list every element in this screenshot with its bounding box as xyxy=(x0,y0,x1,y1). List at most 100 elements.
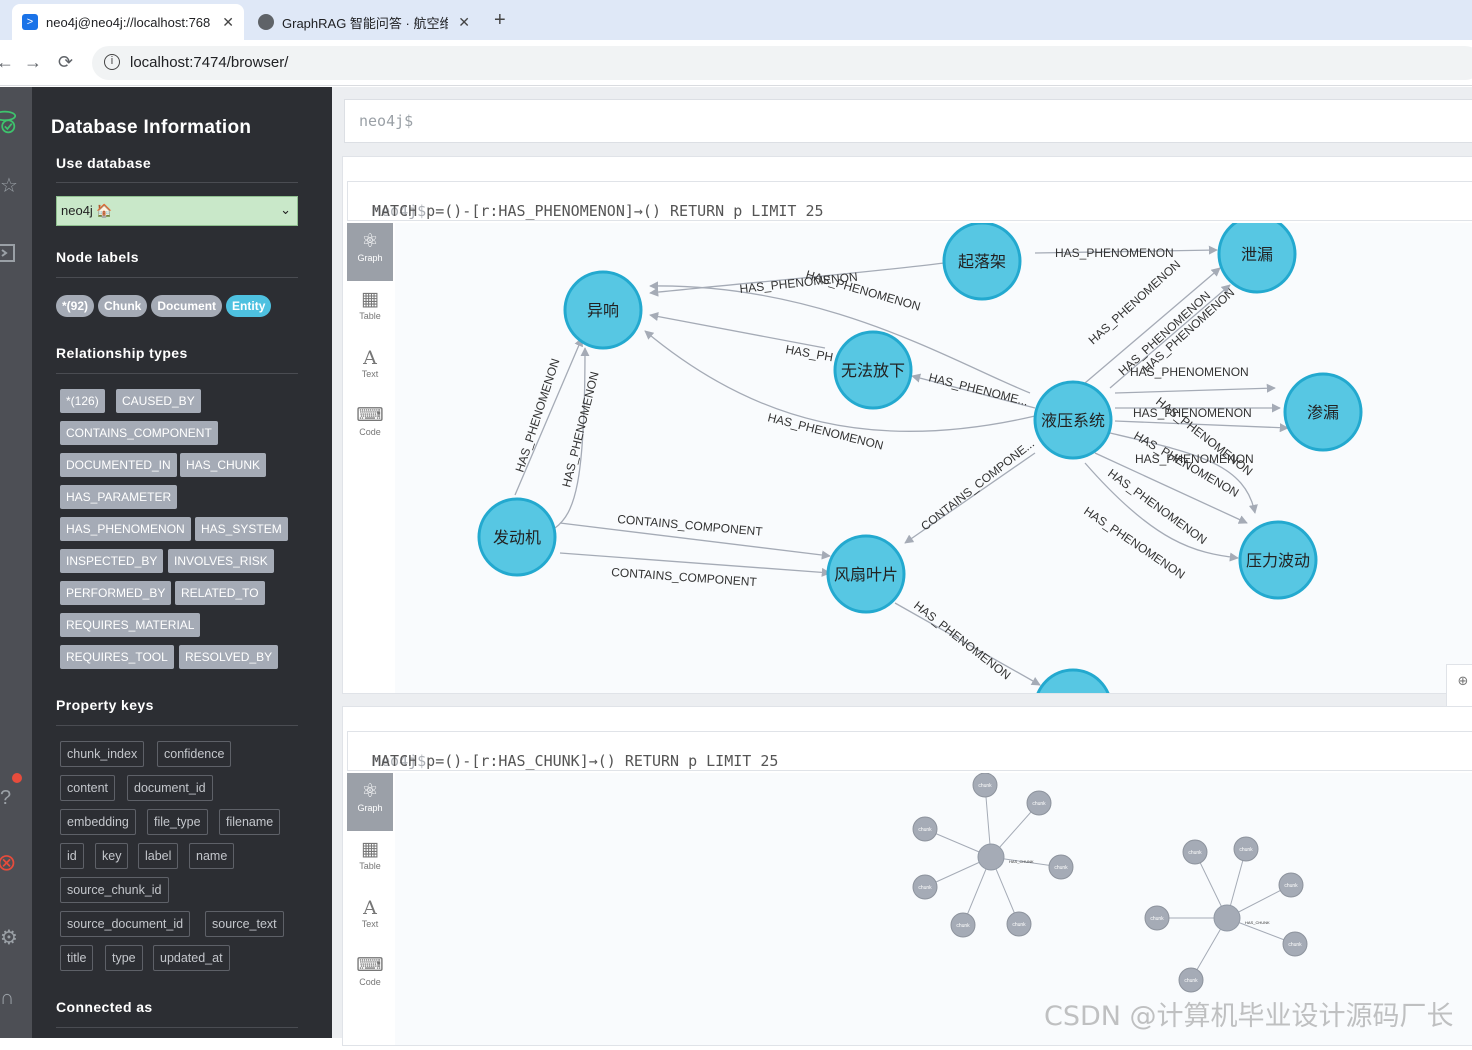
property-key-tag[interactable]: label xyxy=(138,843,179,869)
tab-graph[interactable]: ⚛Graph xyxy=(347,223,393,281)
relationship-line[interactable] xyxy=(1114,383,1276,394)
relationship-line[interactable] xyxy=(904,452,1036,544)
property-key-tag[interactable]: name xyxy=(189,843,235,869)
relationship-line[interactable] xyxy=(1094,452,1248,524)
close-tab-icon[interactable]: ✕ xyxy=(222,13,234,30)
tab-table[interactable]: ▦Table xyxy=(347,831,393,889)
property-key-tag[interactable]: source_document_id xyxy=(60,911,191,937)
graph-node[interactable] xyxy=(1182,839,1208,865)
property-key-tag[interactable]: chunk_index xyxy=(60,741,145,767)
property-key-tag[interactable]: type xyxy=(105,945,143,971)
property-key-tag[interactable]: confidence xyxy=(157,741,232,767)
reload-icon[interactable]: ⟳ xyxy=(58,52,74,72)
node-label-pill[interactable]: Chunk xyxy=(98,295,148,317)
relationship-type-tag[interactable]: CONTAINS_COMPONENT xyxy=(60,421,218,445)
graph-node[interactable] xyxy=(1213,904,1241,932)
star-icon[interactable]: ☆ xyxy=(0,175,18,197)
relationship-line[interactable] xyxy=(649,312,826,349)
database-select[interactable]: neo4j 🏠 ⌄ xyxy=(56,196,298,226)
graph-canvas[interactable]: HAS_PHENOMENON HAS_PHENOMENON HAS_PHENOM… xyxy=(395,214,1472,748)
graph-visualization[interactable]: HAS_PHENOMENON HAS_PHENOMENON HAS_PHENOM… xyxy=(395,214,1472,748)
relationship-line[interactable] xyxy=(1084,267,1221,384)
forward-icon[interactable]: → xyxy=(24,52,42,72)
property-key-tag[interactable]: key xyxy=(95,843,129,869)
tab-graph[interactable]: ⚛Graph xyxy=(347,773,393,831)
relationship-line[interactable] xyxy=(649,262,945,297)
graph-node[interactable] xyxy=(1282,931,1308,957)
tab-code[interactable]: ⌨Code xyxy=(347,397,393,455)
property-key-tag[interactable]: id xyxy=(60,843,84,869)
relationship-line[interactable] xyxy=(649,281,1031,394)
graph-node[interactable] xyxy=(912,816,938,842)
node-label-pill[interactable]: Entity xyxy=(226,295,272,317)
relationship-type-tag[interactable]: DOCUMENTED_IN xyxy=(60,453,177,477)
property-key-tag[interactable]: source_text xyxy=(205,911,284,937)
property-key-tag[interactable]: embedding xyxy=(60,809,136,835)
graph-node[interactable] xyxy=(1026,790,1052,816)
browser-tab-neo4j[interactable]: > neo4j@neo4j://localhost:768 ✕ xyxy=(12,4,244,40)
graph-node[interactable] xyxy=(1178,967,1204,993)
graph-node[interactable] xyxy=(977,843,1005,871)
graph-node[interactable] xyxy=(1233,836,1259,862)
graph-node[interactable] xyxy=(912,874,938,900)
relationship-type-tag[interactable]: INVOLVES_RISK xyxy=(168,549,274,573)
graph-node[interactable] xyxy=(477,497,557,577)
relationship-type-tag[interactable]: HAS_SYSTEM xyxy=(195,517,288,541)
relationship-line[interactable] xyxy=(514,337,583,496)
property-key-tag[interactable]: document_id xyxy=(127,775,213,801)
relationship-type-tag[interactable]: REQUIRES_TOOL xyxy=(60,645,174,669)
relationship-type-tag[interactable]: RESOLVED_BY xyxy=(179,645,279,669)
relationship-line[interactable] xyxy=(1114,420,1289,433)
property-key-tag[interactable]: file_type xyxy=(147,809,208,835)
relationship-line[interactable] xyxy=(911,373,1036,409)
relationship-type-tag[interactable]: REQUIRES_MATERIAL xyxy=(60,613,201,637)
frame-query-bar[interactable]: neo4j$ MATCH p=()-[r:HAS_CHUNK]→() RETUR… xyxy=(347,731,1472,771)
disconnected-icon[interactable] xyxy=(0,849,20,875)
relationship-type-tag[interactable]: PERFORMED_BY xyxy=(60,581,172,605)
database-icon[interactable] xyxy=(0,109,20,135)
property-key-tag[interactable]: title xyxy=(60,945,94,971)
relationship-type-tag[interactable]: RELATED_TO xyxy=(175,581,265,605)
relationship-line[interactable] xyxy=(1084,462,1239,562)
settings-gear-icon[interactable]: ⚙ xyxy=(0,927,18,949)
relationship-line[interactable] xyxy=(559,552,831,577)
relationship-line[interactable] xyxy=(554,347,590,529)
graph-node[interactable] xyxy=(563,270,643,350)
relationship-type-tag[interactable]: CAUSED_BY xyxy=(116,389,201,413)
graph-node[interactable] xyxy=(972,772,998,798)
relationship-type-tag[interactable]: *(126) xyxy=(60,389,105,413)
relationship-line[interactable] xyxy=(1109,432,1258,514)
graph-node[interactable] xyxy=(1278,872,1304,898)
relationship-type-tag[interactable]: INSPECTED_BY xyxy=(60,549,164,573)
property-key-tag[interactable]: content xyxy=(60,775,116,801)
tab-table[interactable]: ▦Table xyxy=(347,281,393,339)
relationship-type-tag[interactable]: HAS_PARAMETER xyxy=(60,485,178,509)
new-tab-button[interactable]: + xyxy=(494,9,506,31)
back-icon[interactable]: ← xyxy=(0,52,14,72)
node-label-pill[interactable]: *(92) xyxy=(56,295,95,317)
graph-node[interactable] xyxy=(1283,372,1363,452)
relationship-type-tag[interactable]: HAS_PHENOMENON xyxy=(60,517,191,541)
relationship-line[interactable] xyxy=(1109,284,1231,389)
url-field[interactable]: i localhost:7474/browser/ xyxy=(92,46,1472,80)
graph-node[interactable] xyxy=(1144,905,1170,931)
property-key-tag[interactable]: updated_at xyxy=(153,945,230,971)
relationship-line[interactable] xyxy=(644,330,1036,433)
close-tab-icon[interactable]: ✕ xyxy=(458,13,470,30)
relationship-line[interactable] xyxy=(1034,245,1218,255)
graph-node[interactable] xyxy=(1033,668,1113,748)
node-label-pill[interactable]: Document xyxy=(151,295,223,317)
tab-code[interactable]: ⌨Code xyxy=(347,947,393,1005)
relationship-type-tag[interactable]: HAS_CHUNK xyxy=(180,453,267,477)
graph-node[interactable] xyxy=(1238,520,1318,600)
cypher-editor[interactable]: neo4j$ xyxy=(344,99,1472,143)
browser-tab-graphrag[interactable]: GraphRAG 智能问答 · 航空维 ✕ xyxy=(248,4,480,40)
property-key-tag[interactable]: source_chunk_id xyxy=(60,877,169,903)
graph-node[interactable] xyxy=(1006,911,1032,937)
zoom-in-icon[interactable]: ⊕ xyxy=(1457,673,1469,688)
graph-node[interactable] xyxy=(1033,380,1113,460)
